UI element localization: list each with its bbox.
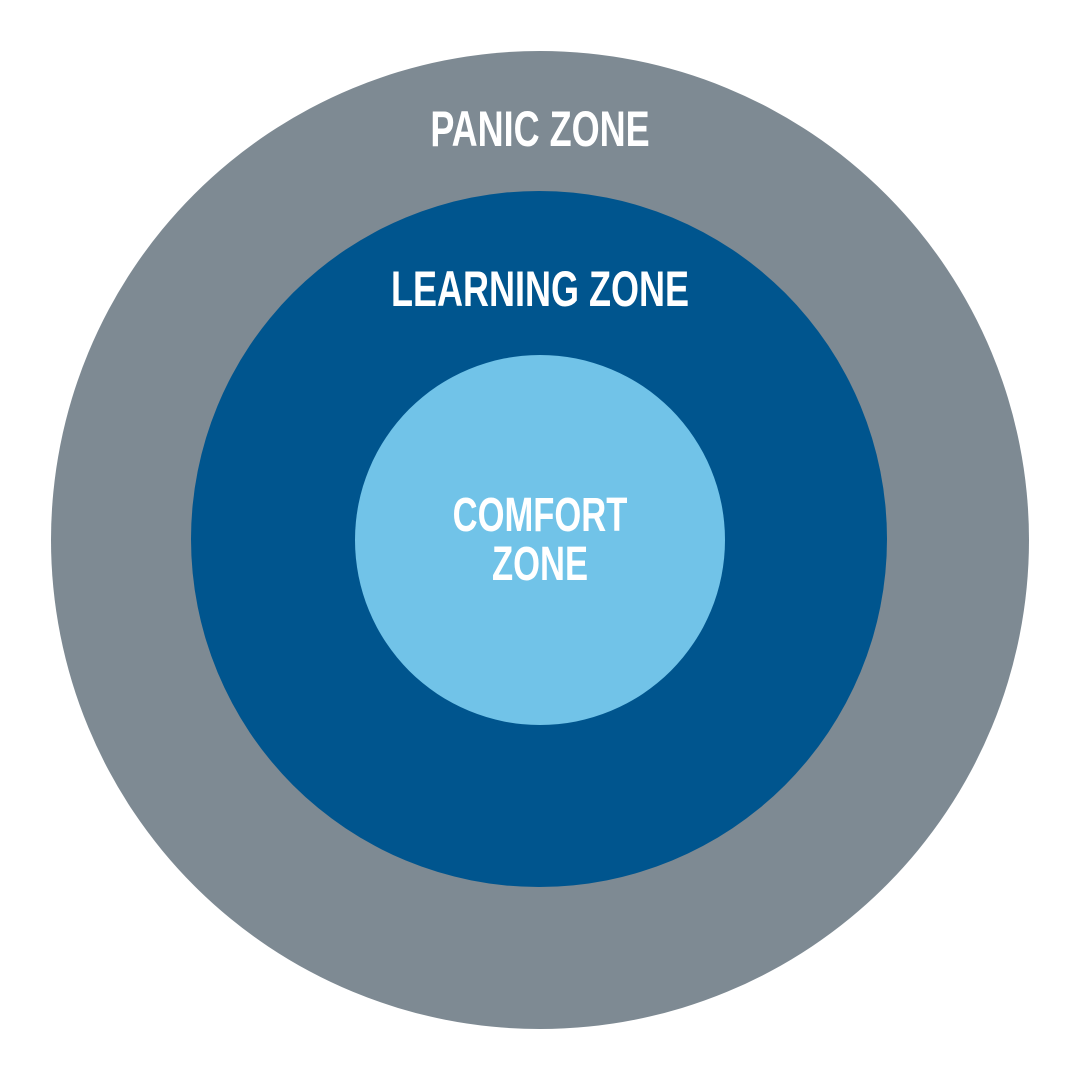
panic-zone-label: PANIC ZONE xyxy=(430,101,650,157)
comfort-zone-label-line1: COMFORT xyxy=(452,489,628,542)
comfort-zone-circle xyxy=(355,355,725,725)
comfort-zone-label-line2: ZONE xyxy=(491,538,589,591)
learning-zone-label: LEARNING ZONE xyxy=(390,261,690,317)
comfort-zone-label: COMFORT ZONE xyxy=(151,491,929,589)
